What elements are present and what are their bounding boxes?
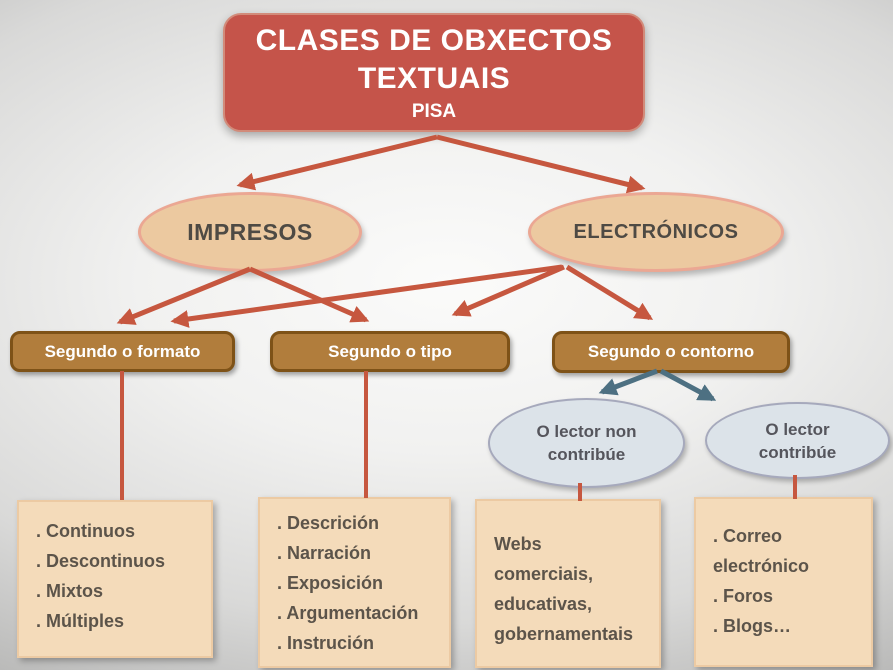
impresos-label: IMPRESOS [187, 218, 313, 245]
lector-non-contribue-line2: contribúe [547, 445, 626, 464]
arrow-electronicos-to-formato [170, 264, 563, 328]
arrow-electronicos-to-contorno [565, 264, 654, 321]
leaf-item: Webs [494, 534, 542, 554]
node-o-lector-contribue: O lector contribúe [705, 402, 890, 479]
lector-contribue-line1: O lector [765, 419, 830, 439]
title-subtitle: PISA [411, 101, 457, 122]
arrow-electronicos-to-tipo [451, 264, 565, 317]
electronicos-label: ELECTRÓNICOS [573, 220, 739, 243]
title-line1: CLASES DE OBXECTOS [255, 24, 613, 57]
leaf-item: . Argumentación [277, 603, 419, 623]
leaf-item: . Exposición [277, 573, 384, 593]
leaf-box-correo: . Correo electrónico . Foros . Blogs… [694, 497, 873, 667]
leaf-item: . Mixtos [36, 581, 104, 601]
node-electronicos: ELECTRÓNICOS [528, 192, 784, 272]
arrow-title-to-impresos [236, 134, 438, 191]
leaf-box-formato: . Continuos . Descontinuos . Mixtos . Mú… [17, 500, 213, 658]
leaf-item: gobernamentais [494, 624, 634, 644]
leaf-item: educativas, [494, 594, 593, 614]
lector-non-contribue-line1: O lector non [536, 422, 637, 441]
leaf-item: . Continuos [36, 521, 135, 541]
leaf-item: . Blogs… [713, 616, 792, 636]
node-title: CLASES DE OBXECTOS TEXTUAIS PISA [223, 13, 645, 132]
leaf-item: . Descontinuos [36, 551, 166, 571]
leaf-item: . Foros [713, 586, 774, 606]
leaf-item: comerciais, [494, 564, 594, 584]
leaf-item: . Correo [713, 526, 783, 546]
leaf-item: . Instrución [277, 633, 375, 653]
leaf-box-tipo: . Descrición . Narración . Exposición . … [258, 497, 451, 668]
arrow-contorno-to-lector-non-contribue [598, 368, 658, 396]
leaf-item: . Descrición [277, 513, 380, 533]
node-segundo-o-tipo: Segundo o tipo [270, 331, 510, 372]
arrow-contorno-to-lector-contribue [659, 368, 717, 402]
leaf-item: . Múltiples [36, 611, 125, 631]
segundo-o-formato-label: Segundo o formato [44, 341, 201, 361]
lector-contribue-line2: contribúe [758, 442, 837, 462]
segundo-o-contorno-label: Segundo o contorno [587, 342, 755, 361]
leaf-item: . Narración [277, 543, 372, 563]
arrow-title-to-electronicos [436, 134, 646, 194]
arrow-impresos-to-tipo [248, 266, 370, 323]
arrow-impresos-to-formato [116, 266, 251, 325]
node-segundo-o-formato: Segundo o formato [10, 331, 235, 372]
segundo-o-tipo-label: Segundo o tipo [328, 341, 452, 361]
node-impresos: IMPRESOS [138, 192, 362, 272]
title-line2: TEXTUAIS [357, 62, 511, 95]
node-o-lector-non-contribue: O lector non contribúe [488, 398, 685, 488]
leaf-item: electrónico [713, 556, 810, 576]
leaf-box-webs: Webs comerciais, educativas, gobernament… [475, 499, 661, 668]
node-segundo-o-contorno: Segundo o contorno [552, 331, 790, 373]
